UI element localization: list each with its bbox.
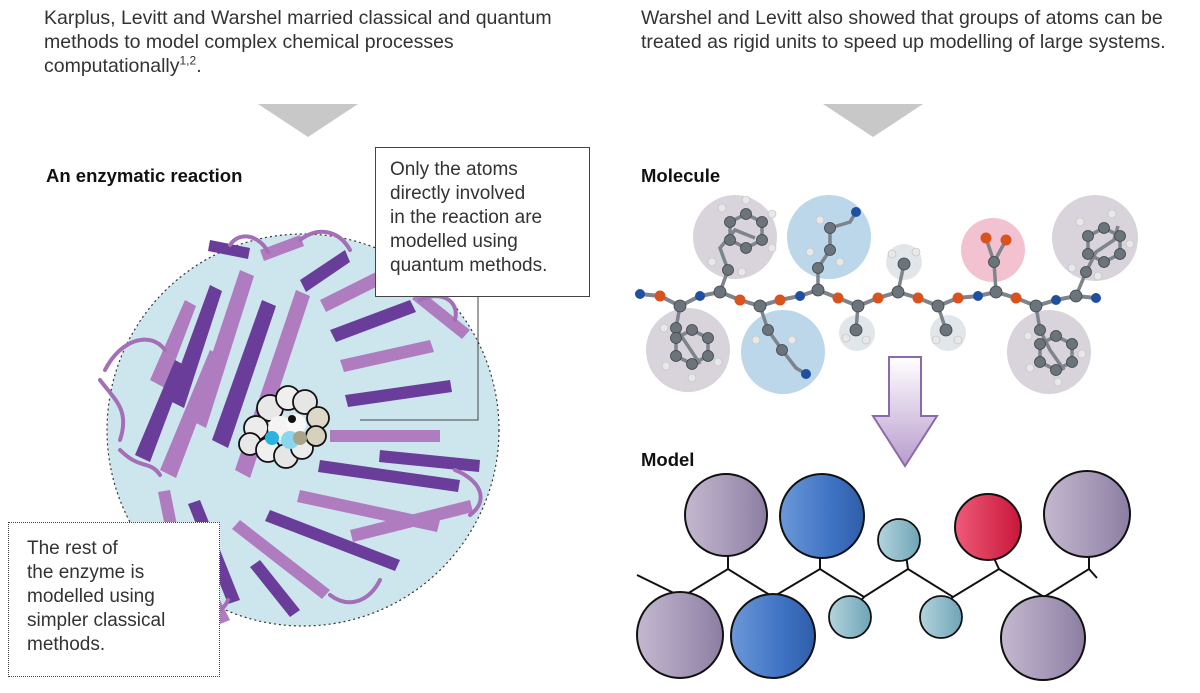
- model-bead-methyl-3: [919, 595, 963, 639]
- molecule-to-model-arrow: [871, 356, 939, 468]
- quantum-region-inner: [265, 414, 307, 449]
- right-intro-text: Warshel and Levitt also showed that grou…: [641, 7, 1166, 53]
- classical-methods-callout: The rest of the enzyme is modelled using…: [8, 522, 220, 677]
- model-bead-phenyl-3: [636, 591, 724, 679]
- protein-ribbon: [135, 235, 480, 624]
- down-arrow-left: [258, 104, 358, 137]
- protein-loops: [98, 229, 483, 613]
- nitrogen-atoms: [635, 207, 1101, 379]
- model-bead-carboxyl: [954, 493, 1022, 561]
- carbon-atoms: [670, 208, 1126, 376]
- group-bubble-phenyl-2: [1052, 195, 1138, 281]
- oxygen-atoms: [654, 232, 1022, 306]
- model-bead-phenyl-1: [684, 473, 768, 557]
- left-intro-text: Karplus, Levitt and Warshel married clas…: [44, 7, 552, 77]
- molecule-illustration: [635, 195, 1138, 394]
- model-illustration: [636, 470, 1131, 681]
- enzyme-heading: An enzymatic reaction: [46, 165, 243, 186]
- model-bead-amine-1: [779, 473, 865, 559]
- group-bubble-phenyl-4: [1007, 310, 1091, 394]
- hydrogen-atoms: [659, 195, 1135, 387]
- molecule-heading: Molecule: [641, 165, 721, 186]
- reference-superscript: 1,2: [179, 53, 197, 68]
- group-bubble-carboxyl: [961, 218, 1025, 282]
- model-backbone: [636, 567, 1098, 599]
- down-arrow-right: [823, 104, 923, 137]
- quantum-methods-callout: Only the atoms directly involved in the …: [375, 147, 590, 297]
- model-bead-amine-2: [730, 593, 816, 679]
- model-bead-phenyl-4: [1000, 595, 1086, 681]
- model-bead-methyl-2: [828, 595, 872, 639]
- model-heading: Model: [641, 449, 695, 470]
- callout-leader-top: [360, 297, 479, 421]
- molecule-backbone: [639, 287, 1097, 309]
- model-bead-methyl-1: [877, 518, 921, 562]
- model-bead-phenyl-2: [1043, 470, 1131, 558]
